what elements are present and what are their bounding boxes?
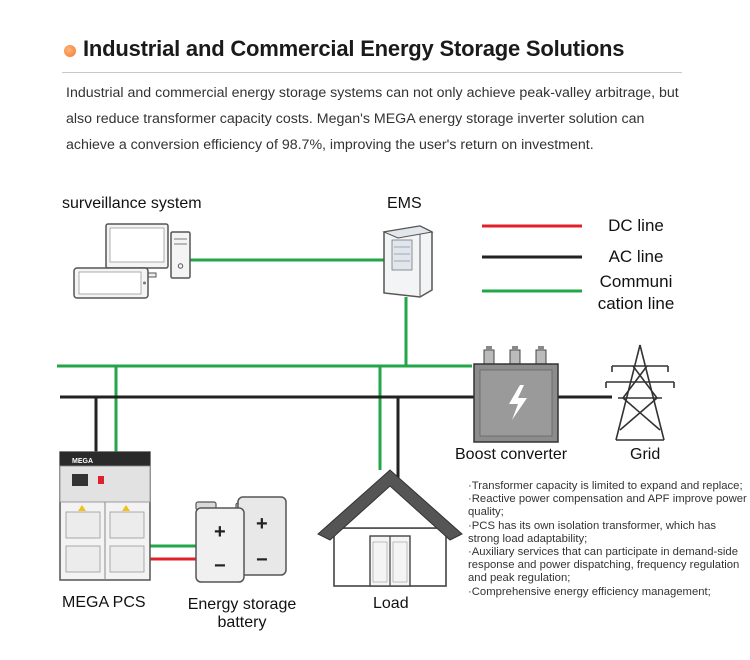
legend-comm-label-line2: cation line — [597, 294, 675, 313]
grid-tower-icon — [605, 344, 675, 441]
surveillance-system-icon — [73, 223, 191, 299]
bullet-dot-icon — [64, 45, 76, 57]
note-item: ·Reactive power compensation and APF imp… — [468, 493, 747, 519]
load-house-icon — [317, 469, 463, 587]
ac-lines — [60, 395, 612, 478]
pcs-brand-label: MEGA — [72, 458, 93, 465]
page-title: Industrial and Commercial Energy Storage… — [83, 36, 625, 61]
surveillance-system-label: surveillance system — [62, 195, 202, 212]
title-bar: Industrial and Commercial Energy Storage… — [62, 36, 682, 73]
note-item: ·Auxiliary services that can participate… — [468, 546, 740, 585]
boost-converter-icon — [473, 346, 559, 443]
battery2-minus-icon: − — [256, 549, 268, 571]
note-item: ·Comprehensive energy efficiency managem… — [468, 585, 711, 598]
energy-storage-battery-label: Energy storage battery — [176, 596, 308, 632]
ems-label: EMS — [387, 195, 422, 212]
intro-paragraph: Industrial and commercial energy storage… — [66, 85, 679, 153]
mega-pcs-cabinet-icon: MEGA — [59, 451, 151, 581]
load-label: Load — [373, 595, 409, 612]
mega-pcs-label: MEGA PCS — [62, 594, 146, 611]
lightning-bolt-icon — [509, 385, 527, 420]
battery-label-line1: Energy storage — [187, 596, 297, 613]
battery2-plus-icon: + — [256, 513, 268, 535]
note-item: ·Transformer capacity is limited to expa… — [468, 480, 743, 492]
legend-comm-label: Communi cation line — [584, 271, 688, 315]
energy-storage-battery-icon: + − + − — [195, 496, 287, 583]
benefits-notes-list: ·Transformer capacity is limited to expa… — [468, 480, 748, 599]
legend-comm-label-line1: Communi — [599, 272, 673, 291]
communication-lines — [57, 258, 472, 548]
boost-converter-label: Boost converter — [455, 446, 568, 463]
note-item: ·PCS has its own isolation transformer, … — [468, 519, 717, 545]
battery-plus-icon: + — [214, 521, 226, 543]
grid-label: Grid — [630, 446, 661, 463]
battery-label-line2: battery — [217, 614, 267, 631]
legend-dc-label: DC line — [608, 216, 664, 235]
battery-minus-icon: − — [214, 555, 226, 577]
ems-cabinet-icon — [382, 225, 434, 298]
legend-ac-label: AC line — [608, 247, 664, 266]
